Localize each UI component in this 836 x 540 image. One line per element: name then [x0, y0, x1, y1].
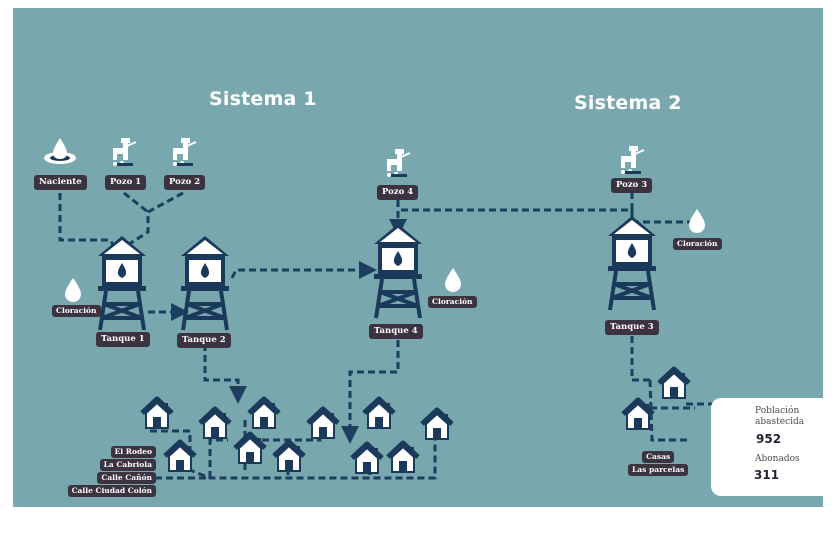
chlorination-drop-icon — [65, 278, 81, 302]
house-icon — [142, 399, 172, 428]
community-label: El Rodeo — [110, 446, 156, 458]
pozo-1-label: Pozo 1 — [105, 175, 147, 190]
community-label: Calle Cañón — [97, 472, 156, 484]
sistema-2-title: Sistema 2 — [574, 92, 682, 114]
communities-sistema-1: El Rodeo La Cabriola Calle Cañón Calle C… — [67, 446, 156, 497]
naciente-icon — [44, 138, 76, 164]
pipes-sistema-2 — [389, 192, 720, 442]
house-icon — [623, 400, 653, 429]
pozo-4-label: Pozo 4 — [377, 185, 419, 200]
community-label: Las parcelas — [628, 464, 689, 476]
pozo-3-label: Pozo 3 — [611, 178, 653, 193]
pump-icon — [620, 145, 645, 175]
tanque-1-label: Tanque 1 — [96, 332, 150, 347]
stats-card: Población abastecida 952 Abonados 311 — [711, 398, 831, 496]
chlorination-drop-icon — [445, 268, 461, 292]
naciente-label: Naciente — [34, 175, 87, 190]
house-icon — [235, 434, 265, 463]
pump-icon — [386, 148, 411, 178]
abonados-value: 311 — [754, 468, 780, 482]
tanque-4-label: Tanque 4 — [369, 324, 423, 339]
pozo-2-label: Pozo 2 — [164, 175, 206, 190]
communities-sistema-2: Casas Las parcelas — [628, 451, 689, 476]
poblacion-value: 952 — [756, 432, 782, 446]
cloracion-label: Cloración — [428, 296, 477, 308]
abonados-label: Abonados — [755, 454, 800, 464]
sistema-1-title: Sistema 1 — [209, 88, 317, 110]
pump-icon — [112, 137, 137, 167]
community-label: Casas — [642, 451, 675, 463]
water-tower-icon — [372, 222, 424, 320]
house-icon — [388, 443, 418, 472]
cloracion-label: Cloración — [52, 305, 101, 317]
tanque-2-label: Tanque 2 — [177, 333, 231, 348]
house-icon — [200, 409, 230, 438]
water-tower-icon — [96, 234, 148, 332]
community-label: Calle Ciudad Colón — [67, 485, 156, 497]
house-icon — [165, 442, 195, 471]
house-icon — [659, 369, 689, 398]
house-icon — [364, 399, 394, 428]
house-icon — [308, 409, 338, 438]
chlorination-drop-icon — [689, 209, 705, 233]
poblacion-label: Población abastecida — [755, 406, 805, 427]
houses-sistema-2 — [623, 369, 689, 429]
community-label: La Cabriola — [99, 459, 156, 471]
house-icon — [274, 442, 304, 471]
house-icon — [249, 399, 279, 428]
tanque-3-label: Tanque 3 — [605, 320, 659, 335]
cloracion-label: Cloración — [673, 238, 722, 250]
pump-icon — [172, 137, 197, 167]
water-tower-icon — [179, 234, 231, 332]
house-icon — [422, 410, 452, 439]
house-icon — [352, 444, 382, 473]
water-tower-icon — [606, 214, 658, 312]
